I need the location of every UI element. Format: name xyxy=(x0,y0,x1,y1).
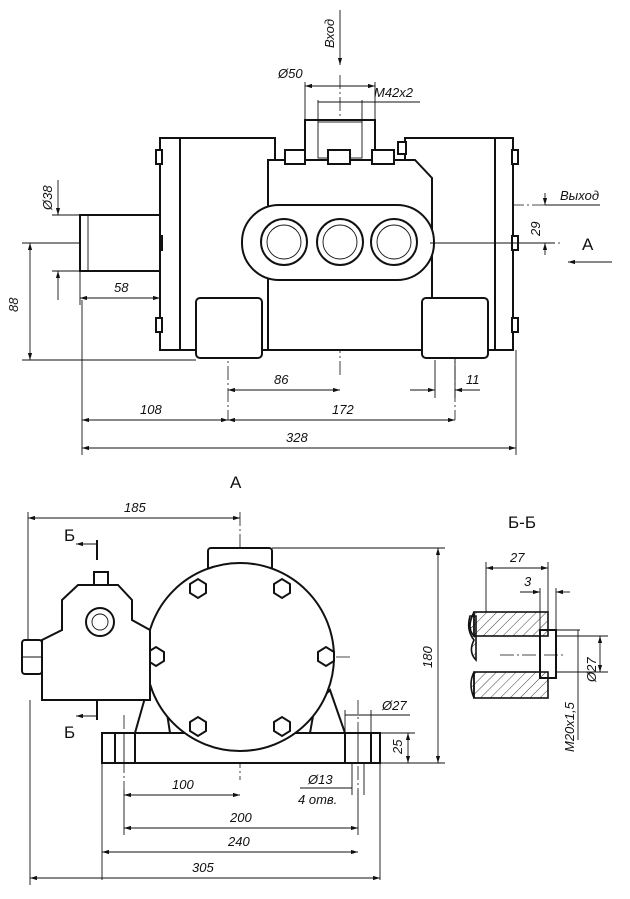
top-dimensions: Вход Ø50 М42х2 Выход 29 А Ø38 xyxy=(6,10,612,455)
view-a-dimensions: 185 180 Ø27 25 100 Ø13 4 отв. 200 xyxy=(27,500,445,885)
dim-d328: 328 xyxy=(286,430,308,445)
foot-right xyxy=(421,297,489,359)
foot-left xyxy=(195,297,263,359)
threaded-bore xyxy=(539,629,557,679)
dim-d240: 240 xyxy=(227,834,250,849)
dim-d50: Ø50 xyxy=(277,66,303,81)
section-mark-top: Б xyxy=(64,526,75,545)
dim-bb-27: 27 xyxy=(509,550,525,565)
valve-port xyxy=(85,607,115,637)
valve-plugs xyxy=(260,218,418,266)
top-view: Вход Ø50 М42х2 Выход 29 А Ø38 xyxy=(6,10,612,455)
dim-d200: 200 xyxy=(229,810,252,825)
dim-d38: Ø38 xyxy=(40,185,55,211)
valve-block xyxy=(241,204,435,281)
view-arrow-label: А xyxy=(582,235,594,254)
section-wall-bottom xyxy=(473,671,549,699)
dim-d172: 172 xyxy=(332,402,354,417)
dim-d100: 100 xyxy=(172,777,194,792)
dim-d88: 88 xyxy=(6,297,21,312)
housing-bolts xyxy=(147,577,335,738)
dim-bb-d27: Ø27 xyxy=(584,657,599,683)
drive-shaft xyxy=(79,214,161,272)
section-bb: Б-Б 27 3 Ø27 М20х1,5 xyxy=(467,513,608,752)
dim-m42: М42х2 xyxy=(374,85,414,100)
dim-d27-view-a: Ø27 xyxy=(381,698,407,713)
dim-d305: 305 xyxy=(192,860,214,875)
outlet-label: Выход xyxy=(560,188,599,203)
dim-d58: 58 xyxy=(114,280,129,295)
dim-d180: 180 xyxy=(420,646,435,668)
section-bb-title: Б-Б xyxy=(508,513,536,532)
right-cover-flange xyxy=(494,137,514,351)
section-mark-bottom: Б xyxy=(64,723,75,742)
dim-d86: 86 xyxy=(274,372,289,387)
dim-d108: 108 xyxy=(140,402,162,417)
holes-note: 4 отв. xyxy=(298,792,337,807)
section-bb-dimensions: 27 3 Ø27 М20х1,5 xyxy=(485,550,608,752)
dim-d13: Ø13 xyxy=(307,772,333,787)
dim-bb-thread: М20х1,5 xyxy=(562,701,577,752)
pump-housing xyxy=(145,562,335,752)
inlet-label: Вход xyxy=(322,19,337,48)
valve-cap xyxy=(93,571,109,586)
dim-d185: 185 xyxy=(124,500,146,515)
section-wall-top xyxy=(473,611,549,637)
valve-block-side xyxy=(41,584,151,701)
dim-d25: 25 xyxy=(390,739,405,755)
view-a: А Б xyxy=(21,473,445,885)
dim-d11: 11 xyxy=(466,372,480,387)
view-a-title: А xyxy=(230,473,242,492)
dim-bb-3: 3 xyxy=(524,574,532,589)
top-bolts xyxy=(284,149,395,165)
dim-d29: 29 xyxy=(528,222,543,237)
